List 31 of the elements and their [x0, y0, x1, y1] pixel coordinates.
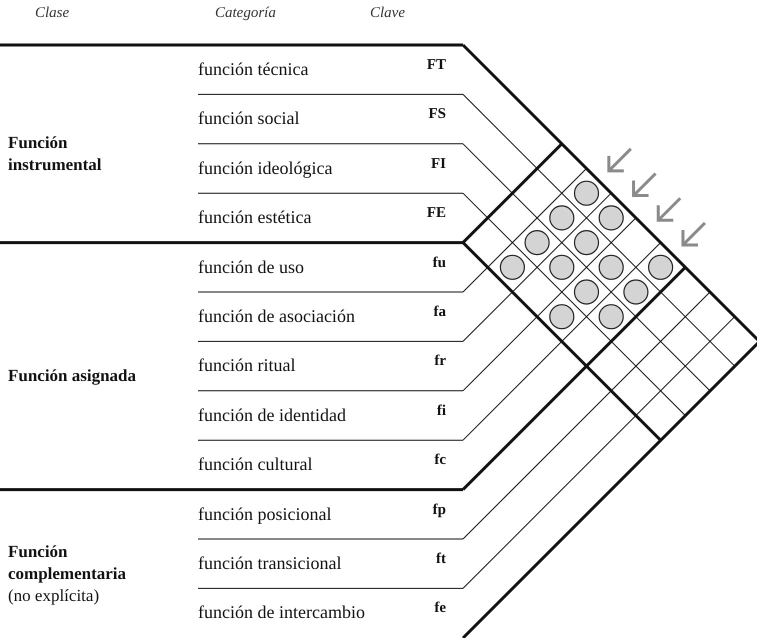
column-header: Categoría	[215, 6, 276, 21]
class-name: Función complementaria	[8, 540, 128, 585]
key-code: FS	[428, 107, 446, 122]
key-code: FI	[431, 156, 446, 172]
category-text: función de asociación	[198, 307, 355, 325]
key-code: fu	[432, 256, 446, 271]
category-text: función ritual	[198, 356, 296, 374]
category-text: función posicional	[198, 504, 332, 523]
key-code: fe	[434, 601, 446, 616]
category-text: función ideológica	[198, 158, 332, 177]
category-text: función de uso	[198, 258, 304, 276]
column-header: Clave	[370, 6, 405, 21]
class-note: (no explícita)	[8, 584, 100, 607]
category-text: función técnica	[198, 60, 308, 78]
class-name: Función asignada	[8, 365, 138, 388]
category-text: función transicional	[198, 554, 342, 572]
category-text: función de intercambio	[198, 603, 365, 622]
column-header: Clase	[35, 6, 70, 21]
key-code: fc	[434, 453, 446, 468]
key-code: fr	[434, 354, 446, 370]
category-text: función estética	[198, 208, 312, 226]
key-code: FT	[426, 58, 446, 73]
key-code: ft	[436, 552, 446, 567]
key-code: fi	[436, 404, 446, 419]
category-text: función cultural	[198, 455, 312, 474]
class-name: Función instrumental	[8, 132, 102, 176]
category-text: función de identidad	[198, 406, 346, 424]
category-text: función social	[198, 109, 300, 128]
key-code: fp	[432, 502, 446, 518]
key-code: fa	[434, 305, 446, 320]
key-code: FE	[426, 206, 446, 222]
